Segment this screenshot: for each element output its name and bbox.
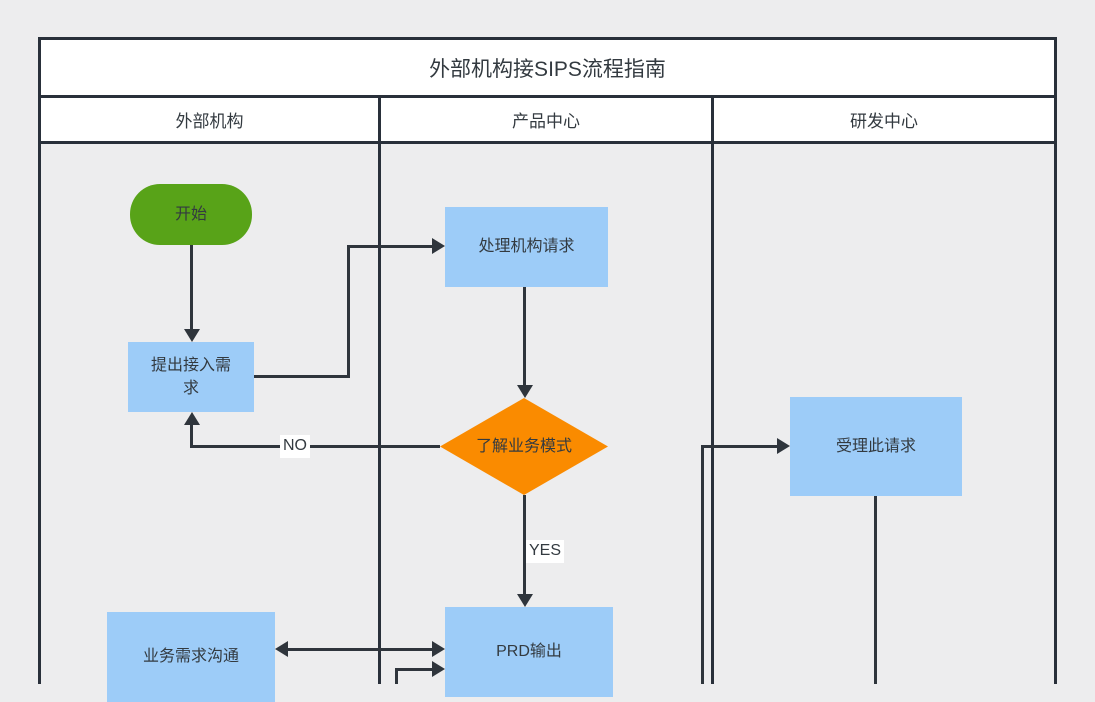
arrowhead-icon <box>777 438 790 454</box>
edge-label-no: NO <box>280 435 310 458</box>
edge-into-accept-seg1 <box>701 446 704 684</box>
flow-node-prd-output: PRD输出 <box>445 607 613 697</box>
arrowhead-icon <box>432 641 445 657</box>
edge-decision-yes <box>523 495 526 597</box>
arrowhead-icon <box>432 661 445 677</box>
lane-divider-2 <box>711 144 714 684</box>
lane-label: 外部机构 <box>175 112 244 131</box>
arrowhead-icon <box>517 385 533 398</box>
node-label: 提出接入需求 <box>150 356 231 397</box>
edge-accept-down <box>874 496 877 684</box>
lane-body-frame <box>38 141 1057 684</box>
node-label: 处理机构请求 <box>478 238 575 256</box>
arrowhead-icon <box>184 412 200 425</box>
edge-decision-no-seg2 <box>190 424 193 448</box>
arrowhead-icon <box>184 329 200 342</box>
flow-node-handle-institution-request: 处理机构请求 <box>445 207 608 287</box>
lane-label: 产品中心 <box>512 112 580 131</box>
node-label: 受理此请求 <box>835 437 916 455</box>
lane-label: 研发中心 <box>850 112 918 131</box>
flow-node-business-requirement-communication: 业务需求沟通 <box>107 612 275 702</box>
flow-node-accept-request: 受理此请求 <box>790 397 962 496</box>
edge-label-yes: YES <box>526 540 565 563</box>
lane-header-product: 产品中心 <box>381 98 714 141</box>
node-label: 开始 <box>174 205 207 223</box>
node-label: PRD输出 <box>496 643 562 661</box>
lane-header-row: 外部机构 产品中心 研发中心 <box>38 95 1057 144</box>
node-label: 了解业务模式 <box>475 437 572 455</box>
edge-propose-handle-seg3 <box>347 245 432 248</box>
node-label: 业务需求沟通 <box>142 648 239 666</box>
flow-node-start: 开始 <box>130 184 252 245</box>
edge-propose-handle-seg2 <box>347 246 350 378</box>
edge-into-prd-seg2 <box>395 668 433 671</box>
flow-node-propose-access-request: 提出接入需求 <box>128 342 254 412</box>
diagram-title-bar: 外部机构接SIPS流程指南 <box>38 37 1057 98</box>
lane-divider-1 <box>378 144 381 684</box>
lane-header-external: 外部机构 <box>41 98 381 141</box>
edge-handle-decision <box>523 287 526 387</box>
diagram-title: 外部机构接SIPS流程指南 <box>429 57 666 81</box>
edge-propose-handle-seg1 <box>253 375 349 378</box>
edge-start-propose <box>190 245 193 331</box>
edge-decision-no-seg1 <box>190 445 440 448</box>
arrowhead-icon <box>275 641 288 657</box>
lane-header-rnd: 研发中心 <box>714 98 1054 141</box>
edge-into-accept-seg2 <box>701 445 777 448</box>
edge-into-prd-seg1 <box>395 669 398 684</box>
arrowhead-icon <box>517 594 533 607</box>
edge-comm-prd <box>286 648 434 651</box>
arrowhead-icon <box>432 238 445 254</box>
